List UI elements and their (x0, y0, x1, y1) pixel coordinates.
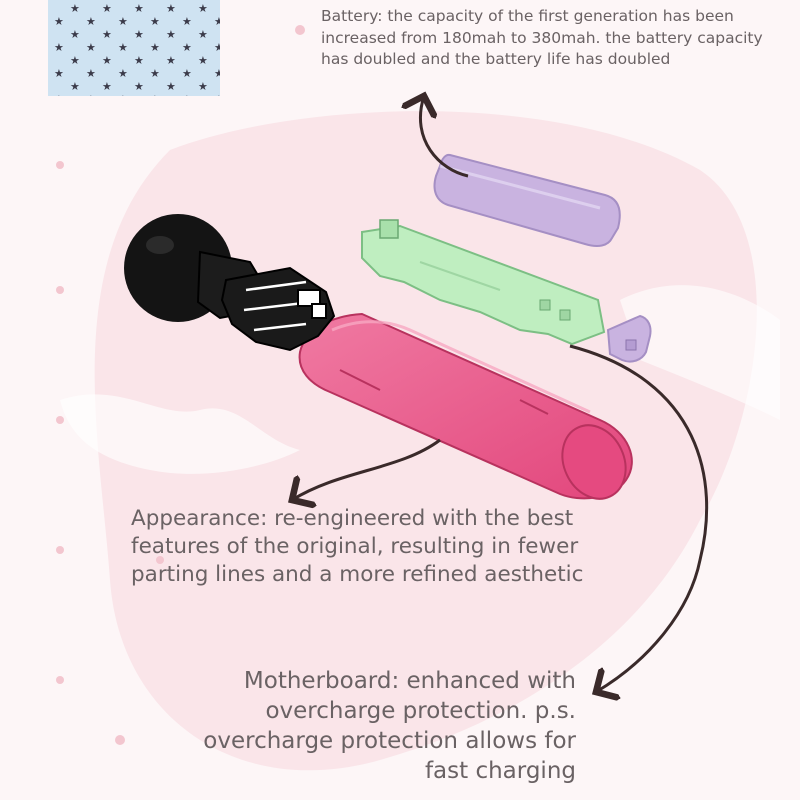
appearance-arrow (292, 438, 441, 500)
battery-caption: Battery: the capacity of the first gener… (321, 7, 763, 68)
circuit-board (361, 219, 606, 346)
pink-casing (298, 312, 633, 500)
background-cloud (60, 394, 300, 474)
motherboard-arrow (569, 344, 709, 692)
background-dots (56, 25, 305, 745)
connector-housing (220, 266, 336, 352)
end-cap (606, 314, 652, 363)
background-cloud (620, 285, 780, 420)
motherboard-caption: Motherboard: enhanced with overcharge pr… (203, 668, 576, 784)
star-pattern-panel (48, 0, 220, 96)
appearance-caption: Appearance: re-engineered with the best … (131, 506, 584, 587)
battery-arrow (420, 96, 469, 178)
